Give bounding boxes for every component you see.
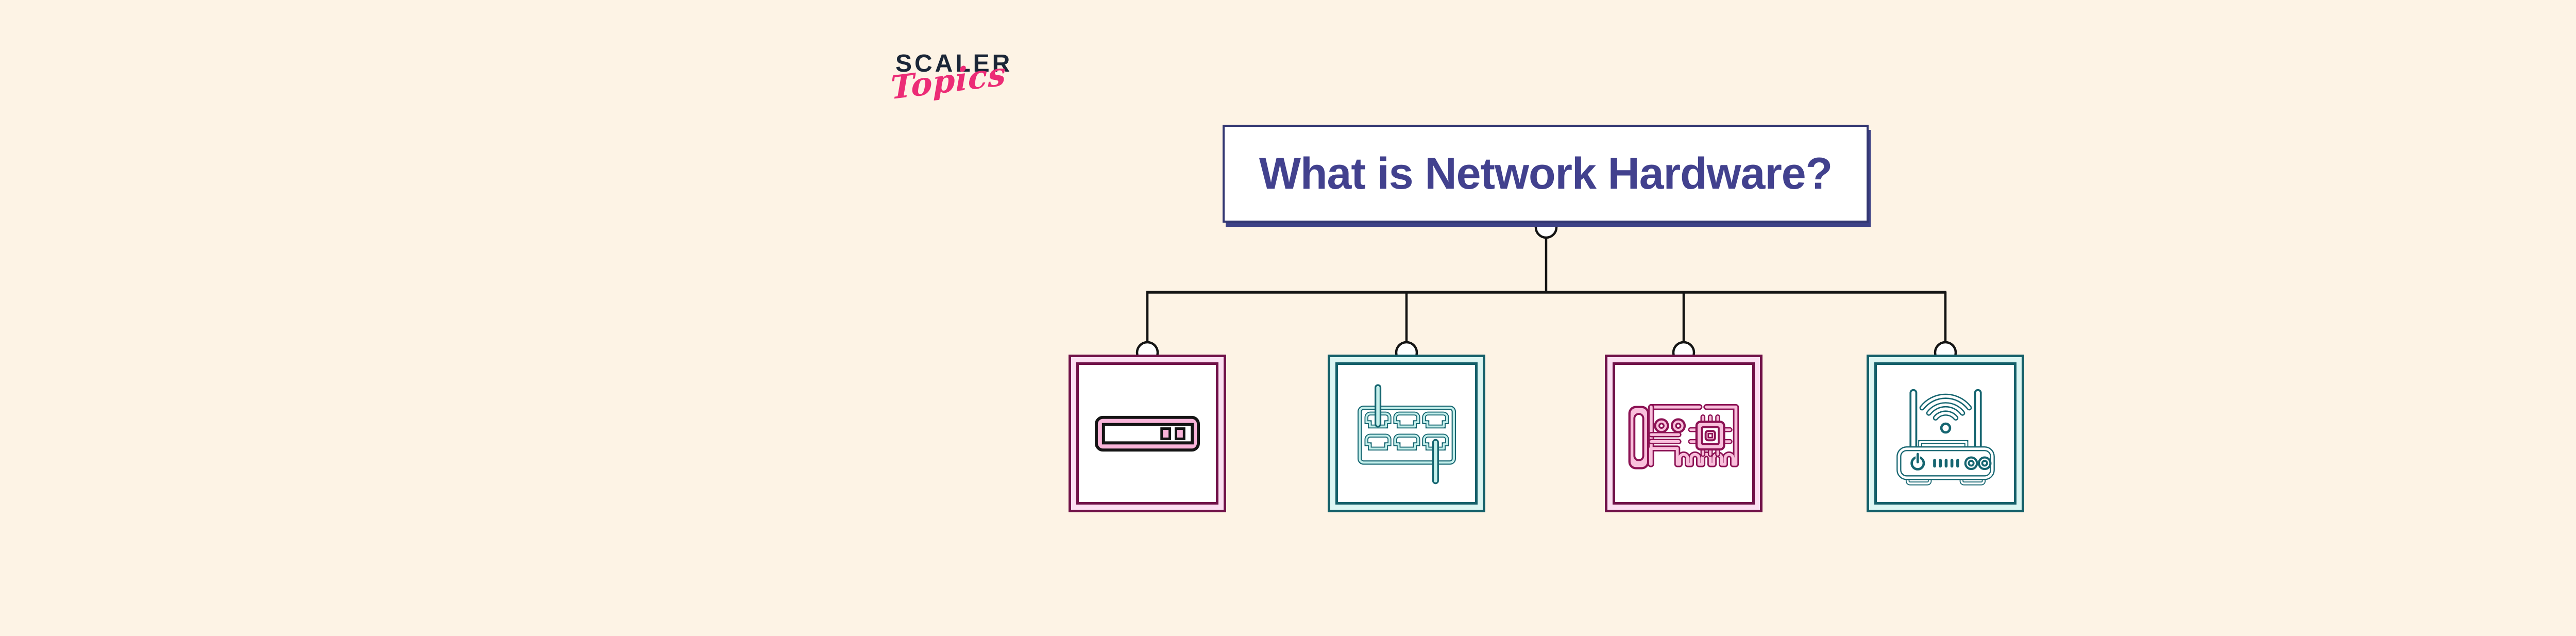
node-network-switch-inner: [1076, 362, 1218, 505]
network-switch-icon: [1094, 415, 1200, 451]
page-title: What is Network Hardware?: [1259, 148, 1833, 198]
node-wifi-router: [1867, 355, 2024, 512]
node-network-interface-card: [1605, 355, 1762, 512]
scaler-topics-logo: SCALER Topics: [890, 49, 1050, 132]
network-interface-card-icon: [1628, 404, 1739, 470]
node-patch-panel: [1328, 355, 1485, 512]
logo-brand-text: SCALER: [895, 50, 1013, 77]
node-network-switch: [1069, 355, 1226, 512]
node-wifi-router-inner: [1874, 362, 2016, 505]
node-network-interface-card-inner: [1613, 362, 1755, 505]
node-patch-panel-inner: [1335, 362, 1478, 505]
patch-panel-icon: [1357, 384, 1456, 484]
wifi-router-icon: [1896, 389, 1995, 486]
title-box: What is Network Hardware?: [1223, 125, 1869, 223]
